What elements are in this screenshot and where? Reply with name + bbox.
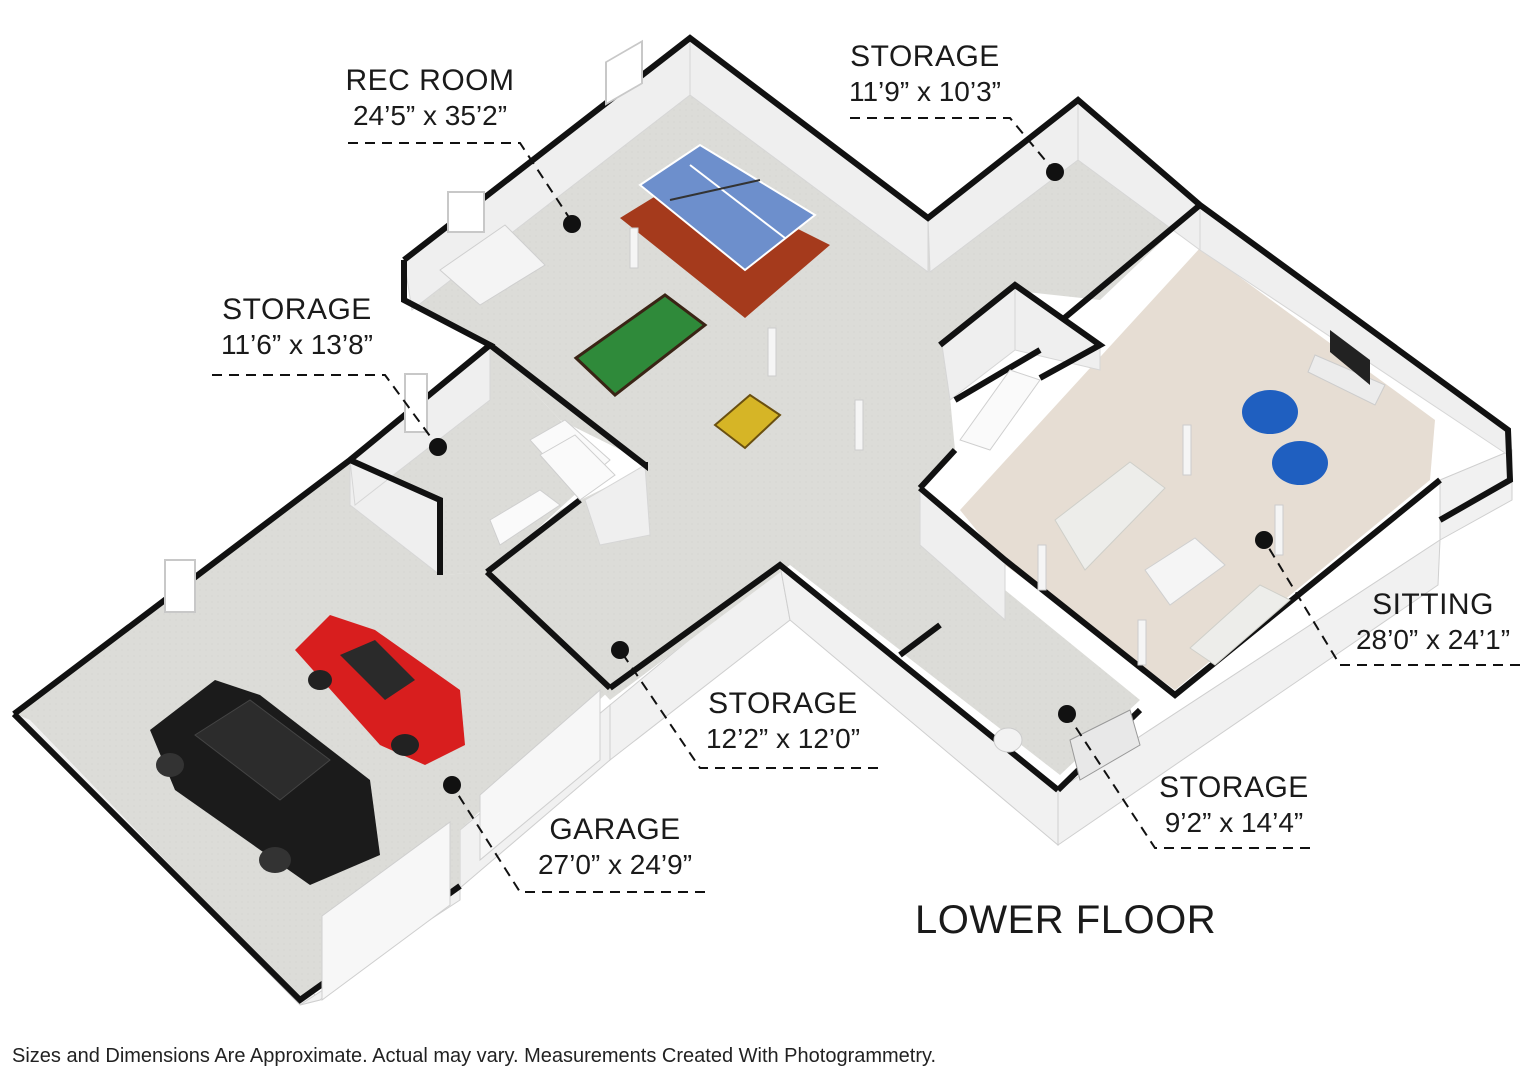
column: [1182, 424, 1192, 476]
column: [767, 327, 777, 377]
sofa: [1189, 584, 1291, 666]
leader-storage-center: [619, 649, 878, 769]
disclaimer-text: Sizes and Dimensions Are Approximate. Ac…: [12, 1045, 937, 1067]
shelving: [1069, 709, 1141, 781]
windows: [164, 39, 643, 613]
garage-door-right: [479, 688, 601, 862]
room-name: SITTING: [1372, 588, 1494, 621]
coffee-table: [1144, 537, 1226, 606]
floor-title: LOWER FLOOR: [915, 898, 1217, 942]
column: [1274, 504, 1284, 556]
leader-sitting: [1263, 539, 1520, 666]
column: [1137, 619, 1147, 666]
ping-pong-table: [638, 143, 817, 272]
garage-doors: [321, 688, 601, 1001]
room-dimensions: 28’0” x 24’1”: [1355, 624, 1511, 655]
room-label-storage-right: STORAGE 9’2” x 14’4”: [1134, 770, 1334, 840]
marker-storage-left: [429, 438, 447, 456]
room-dimensions: 11’9” x 10’3”: [848, 76, 1001, 107]
room-dimensions: 12’2” x 12’0”: [705, 723, 861, 754]
marker-sitting: [1255, 531, 1273, 549]
room-name: REC ROOM: [345, 64, 515, 97]
room-name: STORAGE: [708, 687, 858, 720]
marker-storage-right: [1058, 705, 1076, 723]
room-label-storage-left: STORAGE 11’6” x 13’8”: [197, 292, 397, 362]
leader-rec-room: [348, 142, 573, 223]
room-dimensions: 27’0” x 24’9”: [537, 849, 693, 880]
leader-storage-top: [850, 117, 1056, 173]
room-dimensions: 11’6” x 13’8”: [220, 329, 373, 360]
sitting-furniture: [1037, 330, 1386, 666]
room-label-rec-room: REC ROOM 24’5” x 35’2”: [330, 63, 530, 133]
beanbag: [1242, 390, 1298, 434]
foosball-table: [713, 393, 782, 450]
bed: [439, 224, 546, 306]
marker-garage: [443, 776, 461, 794]
room-dimensions: 24’5” x 35’2”: [352, 100, 508, 131]
storage-appliances: [993, 709, 1141, 781]
black-suv: [150, 680, 380, 885]
pool-table: [573, 293, 708, 397]
rec-room-furniture: [439, 143, 864, 451]
column: [629, 227, 639, 269]
marker-storage-center: [611, 641, 629, 659]
room-dimensions: 9’2” x 14’4”: [1164, 807, 1304, 838]
room-label-storage-top: STORAGE 11’9” x 10’3”: [825, 39, 1025, 109]
room-name: STORAGE: [1159, 771, 1309, 804]
wall-tops: [11, 34, 1514, 1004]
marker-storage-top: [1046, 163, 1064, 181]
leader-storage-right: [1066, 713, 1310, 849]
room-name: STORAGE: [850, 40, 1000, 73]
storage-center-floor: [495, 500, 780, 690]
leader-storage-left: [212, 374, 439, 448]
sofa: [1054, 461, 1166, 571]
room-markers: [429, 163, 1273, 794]
column: [854, 399, 864, 451]
tv: [1330, 330, 1370, 385]
column: [1037, 544, 1047, 591]
garage-floor: [16, 460, 610, 1000]
marker-rec-room: [563, 215, 581, 233]
red-car: [295, 615, 465, 765]
room-label-sitting: SITTING 28’0” x 24’1”: [1333, 587, 1533, 657]
storage-right-floor: [905, 590, 1140, 775]
water-heater: [993, 727, 1023, 753]
leader-lines: [212, 117, 1520, 893]
room-label-garage: GARAGE 27’0” x 24’9”: [515, 812, 715, 882]
room-name: GARAGE: [549, 813, 681, 846]
garage-door-left: [321, 821, 451, 1001]
room-label-storage-center: STORAGE 12’2” x 12’0”: [683, 686, 883, 756]
beanbag: [1272, 441, 1328, 485]
garage-cars: [150, 615, 465, 885]
room-name: STORAGE: [222, 293, 372, 326]
stairs: [489, 369, 1041, 546]
